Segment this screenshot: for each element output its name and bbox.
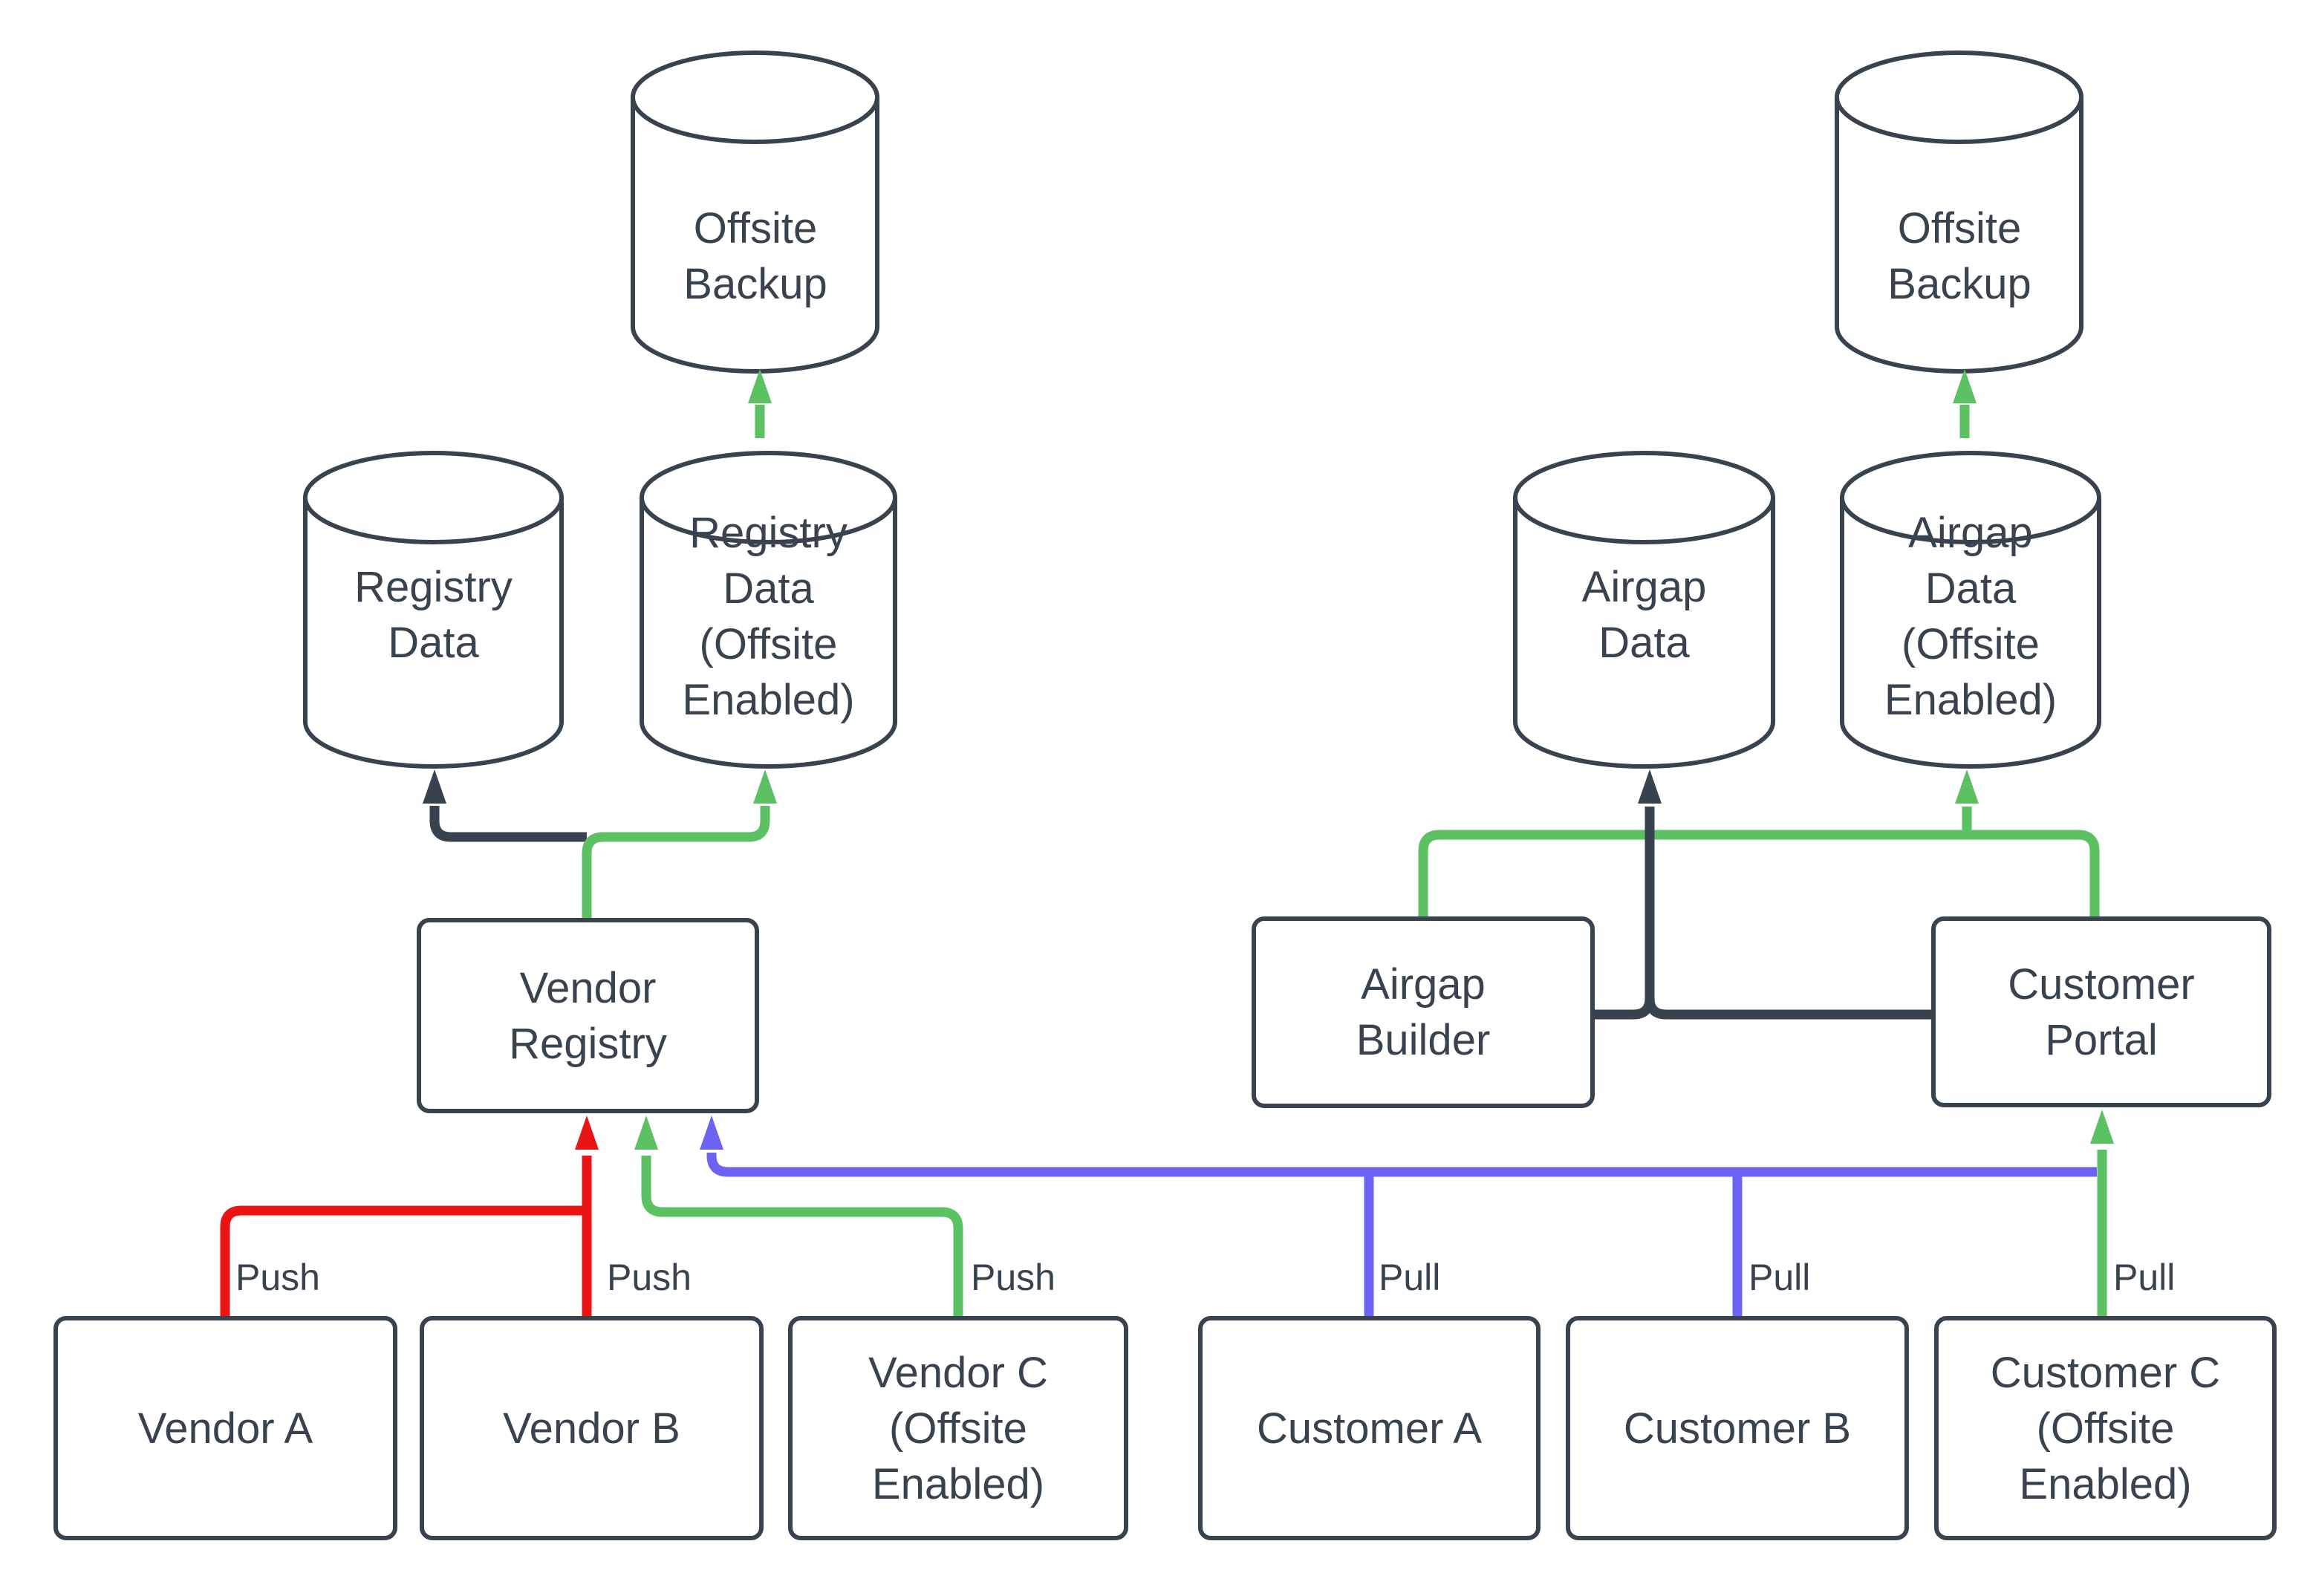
node-airgap-data bbox=[1513, 451, 1775, 769]
node-vendor-a bbox=[53, 1316, 397, 1540]
cylinder-top bbox=[631, 51, 879, 144]
node-airgap-builder bbox=[1252, 916, 1595, 1108]
arrowhead-vendor-registry-green bbox=[634, 1115, 658, 1150]
arrowhead-registry-data bbox=[423, 769, 446, 804]
arrowhead-vendor-registry-red bbox=[575, 1115, 599, 1150]
label-offsite-backup-right: Offsite Backup bbox=[1887, 204, 2031, 308]
cylinder-body bbox=[1840, 498, 2101, 769]
label-vendor-c: Vendor C (Offsite Enabled) bbox=[868, 1348, 1048, 1508]
cylinder-top bbox=[303, 451, 564, 544]
edge-label-pull-customer-c: Pull bbox=[2113, 1257, 2176, 1298]
edge-vendor-c-push bbox=[641, 1156, 963, 1318]
node-customer-a bbox=[1198, 1316, 1541, 1540]
node-vendor-registry bbox=[417, 918, 759, 1113]
cylinder-body bbox=[1835, 97, 2083, 374]
edge-airgap-builder-portal-merge bbox=[1418, 830, 2100, 919]
edge-label-push-vendor-c: Push bbox=[971, 1257, 1055, 1298]
cylinder-body bbox=[1513, 498, 1775, 769]
label-airgap-data: Airgap Data bbox=[1581, 563, 1707, 667]
label-vendor-a: Vendor A bbox=[137, 1404, 313, 1453]
arrowhead-airgap-data bbox=[1638, 769, 1662, 804]
arrowhead-registry-data-offsite bbox=[753, 769, 777, 804]
cylinder-top bbox=[1840, 451, 2101, 544]
edge-label-pull-customer-a: Pull bbox=[1379, 1257, 1441, 1298]
label-vendor-registry: Vendor Registry bbox=[509, 963, 667, 1068]
edge-label-pull-customer-b: Pull bbox=[1748, 1257, 1811, 1298]
arrowhead-vendor-registry-blue bbox=[700, 1115, 723, 1150]
cylinder-body bbox=[303, 498, 564, 769]
arrowhead-customer-portal bbox=[2090, 1110, 2114, 1144]
label-vendor-b: Vendor B bbox=[503, 1404, 680, 1453]
cylinder-body bbox=[640, 498, 897, 769]
edge-label-push-vendor-a: Push bbox=[235, 1257, 320, 1298]
edge-vendor-registry-to-registry-data bbox=[429, 806, 587, 842]
cylinder-body bbox=[631, 97, 879, 374]
label-customer-b: Customer B bbox=[1623, 1404, 1852, 1453]
edge-customers-pull-trunk bbox=[706, 1150, 2097, 1177]
label-offsite-backup-left: Offsite Backup bbox=[683, 204, 827, 308]
label-registry-data-offsite: Registry Data (Offsite Enabled) bbox=[682, 509, 855, 724]
label-registry-data: Registry Data bbox=[354, 563, 513, 667]
node-customer-b bbox=[1566, 1316, 1909, 1540]
node-vendor-b bbox=[420, 1316, 764, 1540]
edge-customer-portal-to-airgap-data bbox=[1645, 997, 1933, 1020]
cylinder-top bbox=[640, 451, 897, 544]
node-customer-c bbox=[1934, 1316, 2277, 1540]
label-customer-portal: Customer Portal bbox=[2008, 960, 2195, 1064]
node-registry-data-offsite bbox=[640, 451, 897, 769]
edge-vendor-a-push bbox=[220, 1205, 584, 1318]
node-vendor-c bbox=[788, 1316, 1128, 1540]
arrowhead-offsite-backup-left bbox=[748, 369, 772, 403]
edge-label-push-vendor-b: Push bbox=[607, 1257, 692, 1298]
cylinder-top bbox=[1835, 51, 2083, 144]
arrowhead-offsite-backup-right bbox=[1953, 369, 1977, 403]
node-offsite-backup-right bbox=[1835, 51, 2083, 374]
label-customer-c: Customer C (Offsite Enabled) bbox=[1990, 1348, 2221, 1508]
edge-vendor-registry-to-registry-data-offsite bbox=[582, 806, 770, 921]
node-offsite-backup-left bbox=[631, 51, 879, 374]
arrowhead-airgap-data-offsite bbox=[1955, 769, 1979, 804]
cylinder-top bbox=[1513, 451, 1775, 544]
node-registry-data bbox=[303, 451, 564, 769]
label-airgap-data-offsite: Airgap Data (Offsite Enabled) bbox=[1884, 509, 2057, 724]
node-customer-portal bbox=[1931, 916, 2271, 1107]
label-customer-a: Customer A bbox=[1257, 1404, 1482, 1453]
node-airgap-data-offsite bbox=[1840, 451, 2101, 769]
label-airgap-builder: Airgap Builder bbox=[1356, 960, 1491, 1064]
